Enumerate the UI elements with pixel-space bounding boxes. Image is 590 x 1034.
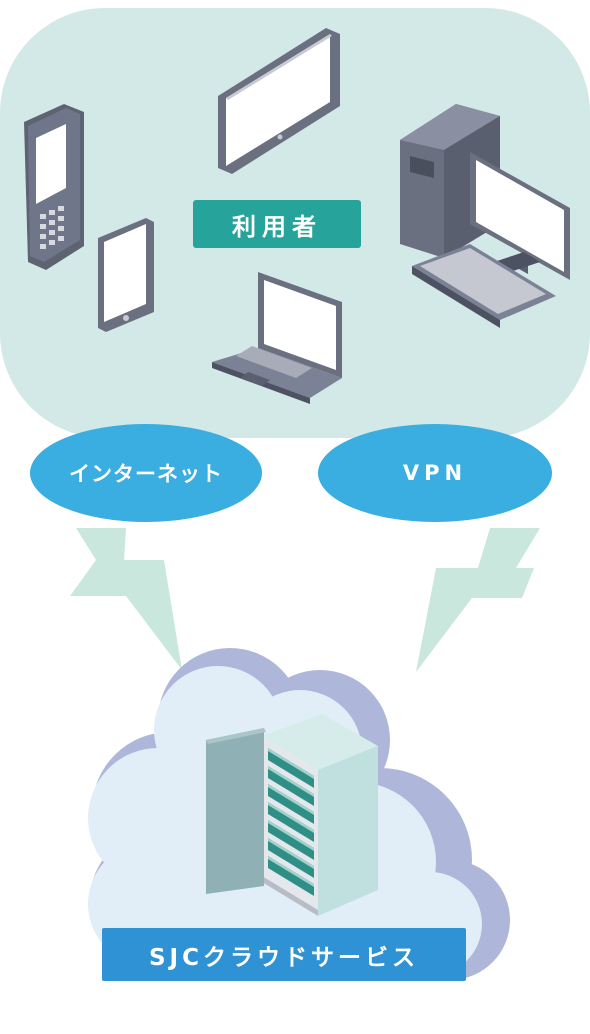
desktop-pc-icon <box>400 104 570 328</box>
lightning-icon <box>416 528 540 672</box>
smartphone-icon <box>98 218 154 332</box>
server-rack-icon <box>206 714 378 916</box>
internet-bubble: インターネット <box>30 424 262 522</box>
lightning-icon <box>70 528 182 670</box>
cloud-service-label: SJCクラウドサービス <box>102 928 466 981</box>
users-label: 利用者 <box>193 200 361 248</box>
handheld-scanner-icon <box>24 104 84 270</box>
vpn-bubble: VPN <box>318 424 552 522</box>
tablet-icon <box>218 28 340 174</box>
laptop-icon <box>212 272 342 404</box>
